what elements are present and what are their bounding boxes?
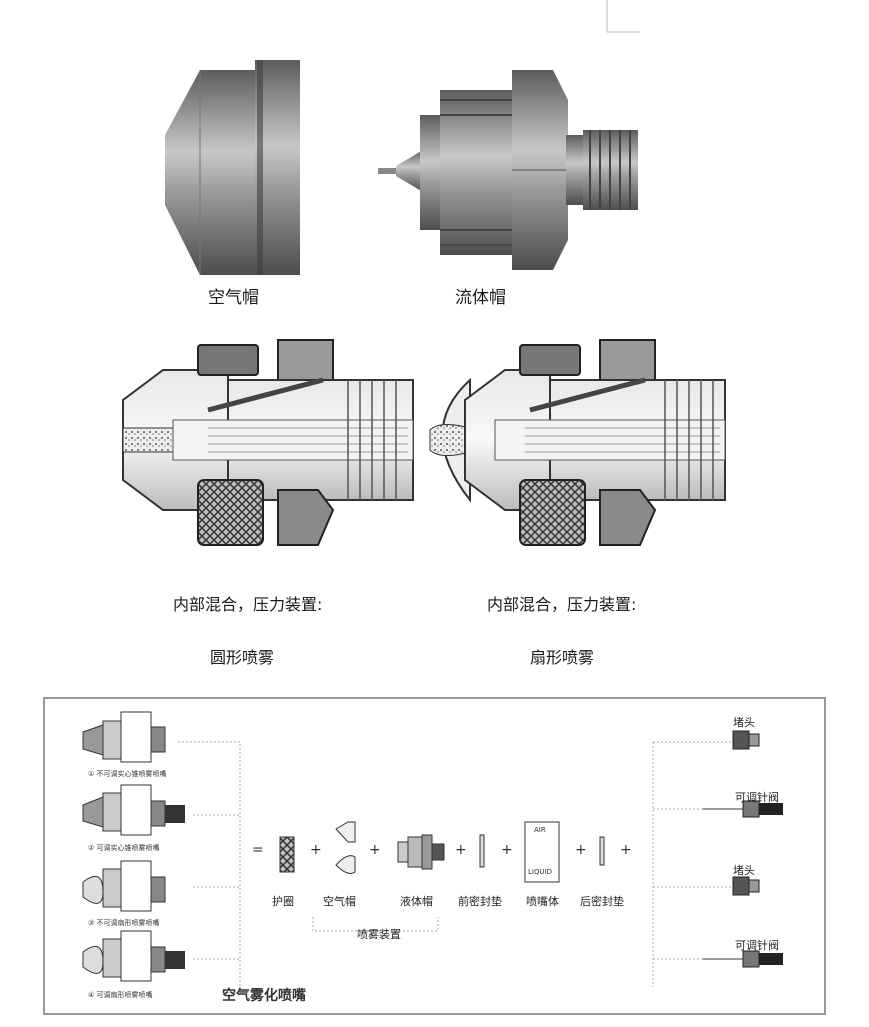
- plus-sign-4: +: [501, 842, 513, 858]
- variant-label-4: ④ 可调扇形喷雾喷嘴: [88, 991, 153, 999]
- part-label-retaining-ring: 护圈: [272, 895, 294, 908]
- variant-label-2: ② 可调实心锥喷雾喷嘴: [88, 844, 160, 852]
- plus-sign-6: +: [620, 842, 632, 858]
- part-label-nozzle-body: 喷嘴体: [526, 895, 559, 908]
- right-section-subtitle: 扇形喷雾: [530, 648, 595, 667]
- needle-valve-part-1: [703, 800, 783, 818]
- plus-sign-1: +: [310, 842, 322, 858]
- air-cap-label: 空气帽: [208, 288, 259, 308]
- air-cap-part: [335, 821, 356, 843]
- right-label-plug-1: 堵头: [733, 716, 755, 729]
- right-section-title: 内部混合，压力装置:: [487, 595, 637, 614]
- variant-nozzle-4: [82, 930, 185, 982]
- plug-part-1: [732, 730, 760, 750]
- retaining-ring-part: [279, 836, 295, 873]
- right-label-needle-valve-1: 可调针阀: [735, 791, 779, 804]
- plus-sign-5: +: [575, 842, 587, 858]
- variant-nozzle-1: [82, 711, 166, 763]
- needle-valve-part-2: [703, 950, 783, 968]
- assembly-diagram-frame: [43, 697, 826, 1015]
- right-label-plug-2: 堵头: [733, 864, 755, 877]
- equals-sign: =: [252, 842, 264, 858]
- plus-sign-3: +: [455, 842, 467, 858]
- front-gasket-part: [479, 834, 485, 868]
- right-label-needle-valve-2: 可调针阀: [735, 939, 779, 952]
- variant-nozzle-3: [82, 860, 166, 912]
- part-label-front-gasket: 前密封垫: [458, 895, 502, 908]
- air-cap-photo: [165, 60, 300, 275]
- nozzle-body-air: AIR: [534, 826, 546, 834]
- variant-label-3: ③ 不可调扇形喷雾喷嘴: [88, 919, 160, 927]
- corner-mark: [606, 0, 640, 33]
- left-section-title: 内部混合，压力装置:: [173, 595, 323, 614]
- cutaway-round-spray: [122, 339, 414, 546]
- plus-sign-2: +: [369, 842, 381, 858]
- part-label-fluid-cap: 液体帽: [400, 895, 433, 908]
- variant-nozzle-2: [82, 784, 185, 836]
- left-section-subtitle: 圆形喷雾: [210, 648, 275, 667]
- part-label-air-cap: 空气帽: [323, 895, 356, 908]
- nozzle-body-part: [524, 821, 560, 883]
- plug-part-2: [732, 876, 760, 896]
- variant-label-1: ① 不可调实心锥喷雾喷嘴: [88, 770, 167, 778]
- rear-gasket-part: [599, 836, 605, 866]
- assembly-diagram-lines: [82, 711, 783, 987]
- diagram-title: 空气雾化喷嘴: [222, 988, 306, 1004]
- cutaway-fan-spray: [429, 339, 726, 546]
- fluid-cap-photo: [378, 70, 638, 270]
- spray-assembly-label: 喷雾装置: [357, 928, 401, 941]
- air-cap-part-fan: [335, 855, 356, 874]
- part-label-rear-gasket: 后密封垫: [580, 895, 624, 908]
- nozzle-body-liquid: LIQUID: [528, 868, 553, 876]
- fluid-cap-part: [397, 834, 445, 870]
- fluid-cap-label: 流体帽: [455, 288, 506, 308]
